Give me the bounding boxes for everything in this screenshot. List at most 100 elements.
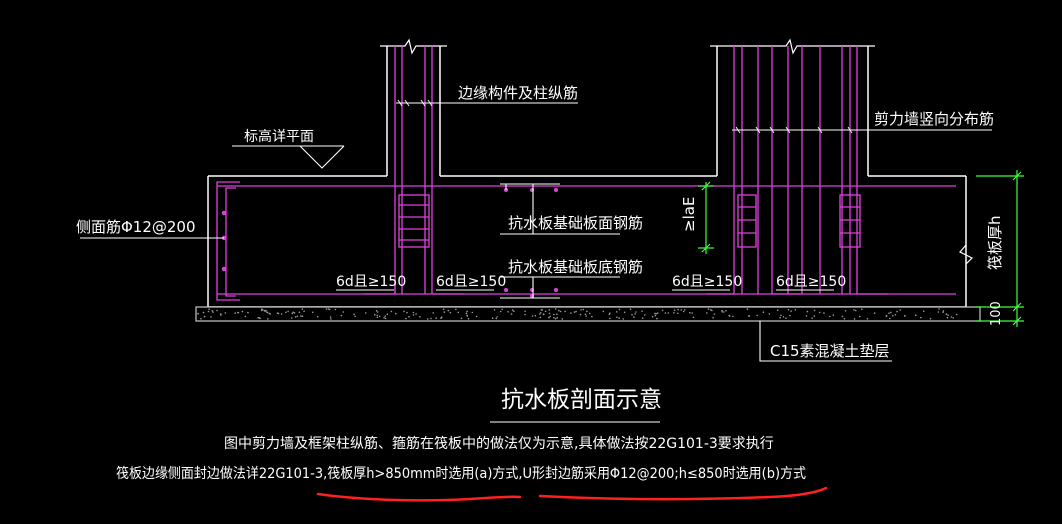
cushion-speckle: [789, 314, 791, 317]
cushion-speckle: [548, 316, 550, 319]
cushion-speckle: [780, 314, 782, 317]
cushion-speckle: [501, 308, 504, 311]
cushion-speckle: [374, 313, 376, 316]
cushion-speckle: [412, 311, 415, 314]
cushion-speckle: [644, 314, 646, 316]
cushion-speckle: [495, 317, 498, 320]
cushion-speckle: [558, 309, 560, 312]
cushion-speckle: [415, 313, 417, 315]
cushion-speckle: [244, 315, 247, 318]
cushion-speckle: [585, 315, 587, 317]
cushion-speckle: [330, 318, 332, 320]
cushion-speckle: [692, 316, 695, 319]
cushion-speckle: [491, 317, 494, 320]
cushion-speckle: [728, 315, 731, 317]
cushion-speckle: [608, 313, 611, 316]
cushion-speckle: [683, 309, 686, 311]
cushion-speckle: [539, 313, 541, 315]
cushion-speckle: [805, 315, 808, 317]
cushion-speckle: [554, 317, 557, 320]
cushion-speckle: [342, 311, 345, 313]
shear-wall-label: 剪力墙竖向分布筋: [874, 110, 994, 128]
cushion-speckle: [885, 314, 888, 317]
cushion-speckle: [511, 309, 514, 311]
cushion-speckle: [721, 309, 723, 312]
cushion-speckle: [896, 310, 898, 313]
cushion-speckle: [257, 317, 260, 319]
cushion-speckle: [656, 317, 658, 320]
raft-thickness-label: 筏板厚h: [986, 215, 1004, 270]
cushion-speckle: [661, 309, 664, 312]
top-rebar-label: 抗水板基础板面钢筋: [508, 214, 643, 232]
cushion-speckle: [442, 308, 445, 311]
cushion-speckle: [955, 313, 958, 316]
cushion-speckle: [656, 312, 659, 314]
cushion-label: C15素混凝土垫层: [770, 342, 890, 360]
cushion-speckle: [265, 309, 267, 312]
cushion-speckle: [202, 311, 205, 314]
cushion-speckle: [762, 311, 765, 314]
cushion-speckle: [548, 309, 551, 311]
cushion-speckle: [691, 312, 693, 314]
cushion-speckle: [573, 311, 576, 313]
cushion-speckle: [440, 317, 442, 320]
cushion-speckle: [329, 316, 332, 318]
cushion-speckle: [378, 315, 381, 318]
cushion-speckle: [747, 315, 750, 317]
cushion-speckle: [707, 308, 710, 310]
cushion-speckle: [207, 310, 210, 313]
cushion-speckle: [496, 316, 498, 318]
cushion-speckle: [475, 315, 478, 318]
cushion-speckle: [524, 313, 526, 316]
cushion-speckle: [866, 317, 869, 320]
cushion-speckle: [212, 311, 214, 313]
dimension-lines: [698, 170, 1024, 327]
cushion-speckle: [706, 312, 708, 314]
cushion-speckle: [673, 309, 676, 312]
cushion-speckle: [937, 311, 940, 313]
cushion-speckle: [447, 309, 450, 312]
cushion-speckle: [296, 315, 299, 318]
cushion-speckle: [947, 314, 949, 316]
cushion-speckle: [507, 311, 509, 313]
cushion-speckle: [353, 313, 355, 316]
cushion-speckle: [294, 316, 297, 318]
cushion-speckle: [267, 318, 269, 320]
cushion-speckle: [203, 315, 206, 318]
cushion-speckle: [426, 318, 429, 320]
cushion-speckle: [317, 315, 319, 318]
rebar: [216, 46, 956, 301]
cushion-speckle: [542, 313, 545, 316]
cushion-speckle: [499, 310, 502, 313]
cushion-speckle: [945, 313, 948, 315]
cushion-speckle: [365, 312, 367, 314]
note-line-2: 筏板边缘侧面封边做法详22G101-3,筏板厚h>850mm时选用(a)方式,U…: [116, 465, 806, 482]
cushion-speckle: [779, 316, 781, 319]
cushion-speckle: [903, 315, 906, 317]
cushion-speckle: [858, 315, 861, 318]
cushion-speckle: [892, 314, 894, 317]
cushion-speckle: [412, 314, 415, 316]
cushion-speckle: [408, 315, 410, 318]
cushion-speckle: [354, 315, 356, 318]
cushion-speckle: [419, 316, 421, 318]
cushion-speckle: [220, 313, 222, 316]
cushion-speckle: [208, 308, 210, 311]
cushion-speckle: [732, 315, 734, 318]
cushion-speckle: [457, 311, 460, 314]
cushion-speckle: [813, 309, 816, 312]
cushion-speckle: [564, 310, 566, 313]
elevation-label: 标高详平面: [244, 128, 314, 145]
cushion-speckle: [292, 311, 295, 314]
cushion-speckle: [390, 310, 393, 313]
cushion-speckle: [544, 310, 547, 313]
cushion-speckle: [832, 314, 835, 316]
cushion-speckle: [853, 309, 855, 311]
cushion-speckle: [234, 312, 236, 314]
anchor-label-1: 6d且≥150: [336, 274, 406, 290]
cushion-speckle: [493, 309, 496, 311]
cushion-speckle: [713, 313, 716, 315]
cushion-speckle: [460, 317, 463, 320]
cushion-speckle: [435, 317, 438, 319]
